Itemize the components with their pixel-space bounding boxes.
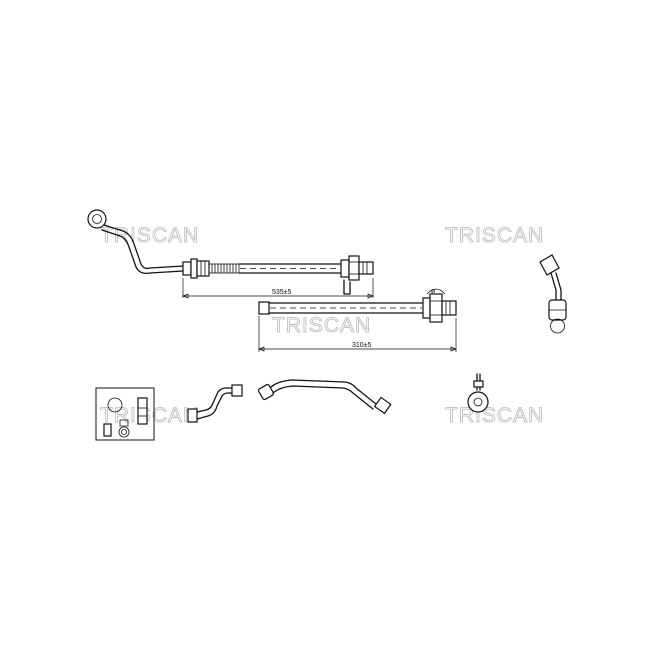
detail-bolt <box>137 397 148 425</box>
detail-round-part <box>107 397 123 413</box>
upper-dimension-label: 535±5 <box>272 289 292 296</box>
lower-hose-assembly: ø 310±5 <box>258 288 457 352</box>
detail-pin <box>103 423 112 437</box>
watermark-bottom-right: TRISCAN <box>445 404 544 427</box>
upper-right-crimp <box>340 259 350 278</box>
long-pipe-tube <box>270 379 377 405</box>
side-view-pipe <box>550 272 557 301</box>
upper-bracket <box>343 279 351 295</box>
lower-right-crimp <box>422 297 431 319</box>
upper-nut-1 <box>182 261 192 276</box>
lower-clip <box>426 288 446 295</box>
lower-marker-label: ø <box>431 288 436 295</box>
upper-crimp <box>196 260 210 277</box>
long-pipe-nut-right <box>373 396 392 415</box>
lower-left-fitting <box>258 301 270 315</box>
upper-right-hex <box>348 255 360 281</box>
watermark-bottom-left: TRISCAN <box>100 404 199 427</box>
detail-frame <box>95 387 155 441</box>
upper-hose-assembly: 535±5 <box>87 209 374 299</box>
upper-bent-pipe <box>103 224 184 270</box>
side-view-banjo <box>539 254 560 276</box>
lower-dimension-label: 310±5 <box>352 342 372 349</box>
side-view-fitting <box>539 254 567 334</box>
short-bent-pipe <box>187 384 243 423</box>
upper-bent-pipe-inner <box>101 229 184 275</box>
side-view-ring <box>550 318 565 334</box>
watermark-top-left: TRISCAN <box>100 224 199 247</box>
short-pipe-tube <box>196 387 233 413</box>
watermark-top-right: TRISCAN <box>445 224 544 247</box>
short-pipe-nut-left <box>187 408 198 423</box>
long-brake-pipe <box>257 379 392 415</box>
upper-right-thread <box>358 261 374 275</box>
watermark-center: TRISCAN <box>272 314 371 337</box>
banjo-eye-hole <box>92 214 102 224</box>
upper-nut-2 <box>190 258 198 279</box>
grommet-hole <box>473 397 483 407</box>
detail-box <box>95 387 155 441</box>
long-pipe-nut-left <box>257 383 275 401</box>
grommet-body <box>467 391 489 413</box>
lower-right-hex <box>429 293 443 323</box>
lower-right-thread <box>441 300 457 316</box>
detail-washer <box>118 426 130 438</box>
grommet <box>467 373 489 413</box>
short-pipe-nut-right <box>231 384 243 397</box>
banjo-eye-outer <box>87 209 107 229</box>
